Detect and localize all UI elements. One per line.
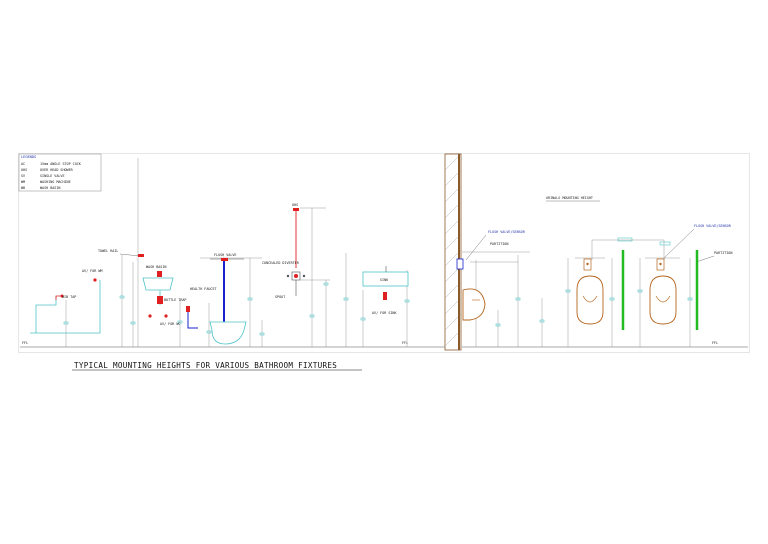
urinal-heading: URINALS MOUNTING HEIGHT [546,196,593,200]
ffl-label-left: FFL [22,341,28,345]
partition-label-b: PARTITION [714,251,732,255]
flush-valve-label: FLUSH VALVE [214,253,236,257]
legend-box: LEGENDS AC 15mm ANGLE STOP COCK OHS OVER… [18,153,102,192]
bib-tap-label: BIB TAP [62,295,76,299]
legend-heading: LEGENDS [21,155,36,159]
legend-code: WB [21,186,25,190]
towel-rail-label: TOWEL RAIL [98,249,118,253]
wc-fixture: HEALTH FAUCET FLUSH VALVE [186,253,247,345]
ffl-label-right: FFL [712,341,718,345]
drawing-sheet [18,153,750,353]
ffl-label-mid: FFL [402,341,408,345]
legend-code: WM [21,180,25,184]
shower-fixture: OHS CONCEALED DIVERTER SPOUT [262,203,306,299]
partition-label-a: PARTITION [490,242,508,246]
caption-text: TYPICAL MOUNTING HEIGHTS FOR VARIOUS BAT… [74,361,337,370]
sink-fixture: SINK AV/ FOR SINK [362,266,409,315]
dimension-markers [63,237,693,336]
legend-code: OHS [21,168,27,172]
masonry-wall [444,153,462,351]
wash-basin-fixture: TOWEL RAIL WASH BASIN BOTTLE TRAP AV/ FO… [98,249,186,326]
flush-valve-sensor-label-2: FLUSH VALVE/SENSOR [694,224,732,228]
legend-desc: 15mm ANGLE STOP COCK [40,162,82,166]
urinals-front-fixture: URINALS MOUNTING HEIGHT FLUSH VALVE/SENS… [546,196,732,330]
drawing-caption: TYPICAL MOUNTING HEIGHTS FOR VARIOUS BAT… [72,361,362,371]
bottle-trap-label: BOTTLE TRAP [164,298,186,302]
spout-label: SPOUT [275,295,285,299]
ohs-label: OHS [292,203,298,207]
flush-valve-sensor-label: FLUSH VALVE/SENSOR [488,230,526,234]
av-for-sink-label: AV/ FOR SINK [372,311,397,315]
concealed-diverter-label: CONCEALED DIVERTER [262,261,300,265]
legend-desc: WASH BASIN [40,186,60,190]
legend-code: AC [21,162,25,166]
bib-tap-fixture: BIB TAP AV/ FOR WM [30,269,102,334]
legend-code: SV [21,174,25,178]
urinal-side-fixture: FLUSH VALVE/SENSOR PARTITION [456,230,526,321]
legend-desc: OVER HEAD SHOWER [40,168,74,172]
health-faucet-label: HEALTH FAUCET [190,287,217,291]
legend-desc: SINGLE VALVE [40,174,65,178]
sink-label: SINK [380,278,389,282]
av-for-wm-label: AV/ FOR WM [82,269,102,273]
wash-basin-label: WASH BASIN [146,265,166,269]
av-for-wc-label: AV/ FOR WC [160,322,180,326]
legend-desc: WASHING MACHINE [40,180,71,184]
